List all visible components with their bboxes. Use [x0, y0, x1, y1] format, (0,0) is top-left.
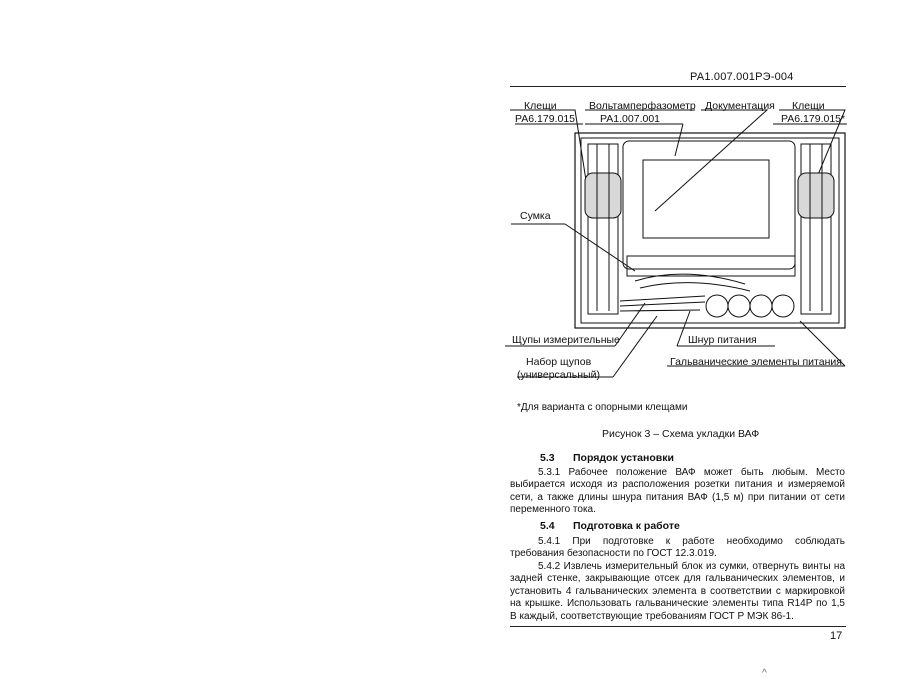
paragraph: 5.4.1 При подготовке к работе необходимо… [510, 536, 845, 560]
figure-caption: Рисунок 3 – Схема укладки ВАФ [602, 428, 760, 440]
label-probe-set: Набор щупов [526, 356, 592, 368]
label-meter-code: РА1.007.001 [600, 113, 661, 125]
label-docs: Документация [705, 100, 775, 112]
label-batteries: Гальванические элементы питания [670, 356, 842, 368]
document-code: РА1.007.001РЭ-004 [690, 71, 794, 83]
section-title: Подготовка к работе [573, 520, 680, 532]
page-number: 17 [830, 630, 843, 642]
label-bag: Сумка [520, 210, 551, 222]
label-power-cord: Шнур питания [688, 334, 757, 346]
label-clamp-left-code: РА6.179.015 [515, 113, 576, 125]
figure-footnote: *Для варианта с опорными клещами [517, 402, 688, 413]
label-clamp-right-code: РА6.179.015* [781, 113, 846, 125]
packing-diagram [505, 109, 847, 378]
label-meter: Вольтамперфазометр [589, 100, 696, 112]
label-clamp-left: Клещи [524, 100, 557, 112]
section-number: 5.3 [540, 452, 555, 464]
paragraph: 5.4.2 Извлечь измерительный блок из сумк… [510, 561, 845, 622]
footer-rule [510, 626, 846, 627]
paragraph: 5.3.1 Рабочее положение ВАФ может быть л… [510, 467, 845, 516]
stray-mark: ^ [762, 668, 767, 679]
section-title: Порядок установки [573, 452, 674, 464]
section-number: 5.4 [540, 520, 555, 532]
label-probe-set-sub: (универсальный) [517, 369, 600, 381]
header-rule [510, 86, 846, 87]
label-probes: Щупы измерительные [512, 334, 620, 346]
label-clamp-right: Клещи [792, 100, 825, 112]
